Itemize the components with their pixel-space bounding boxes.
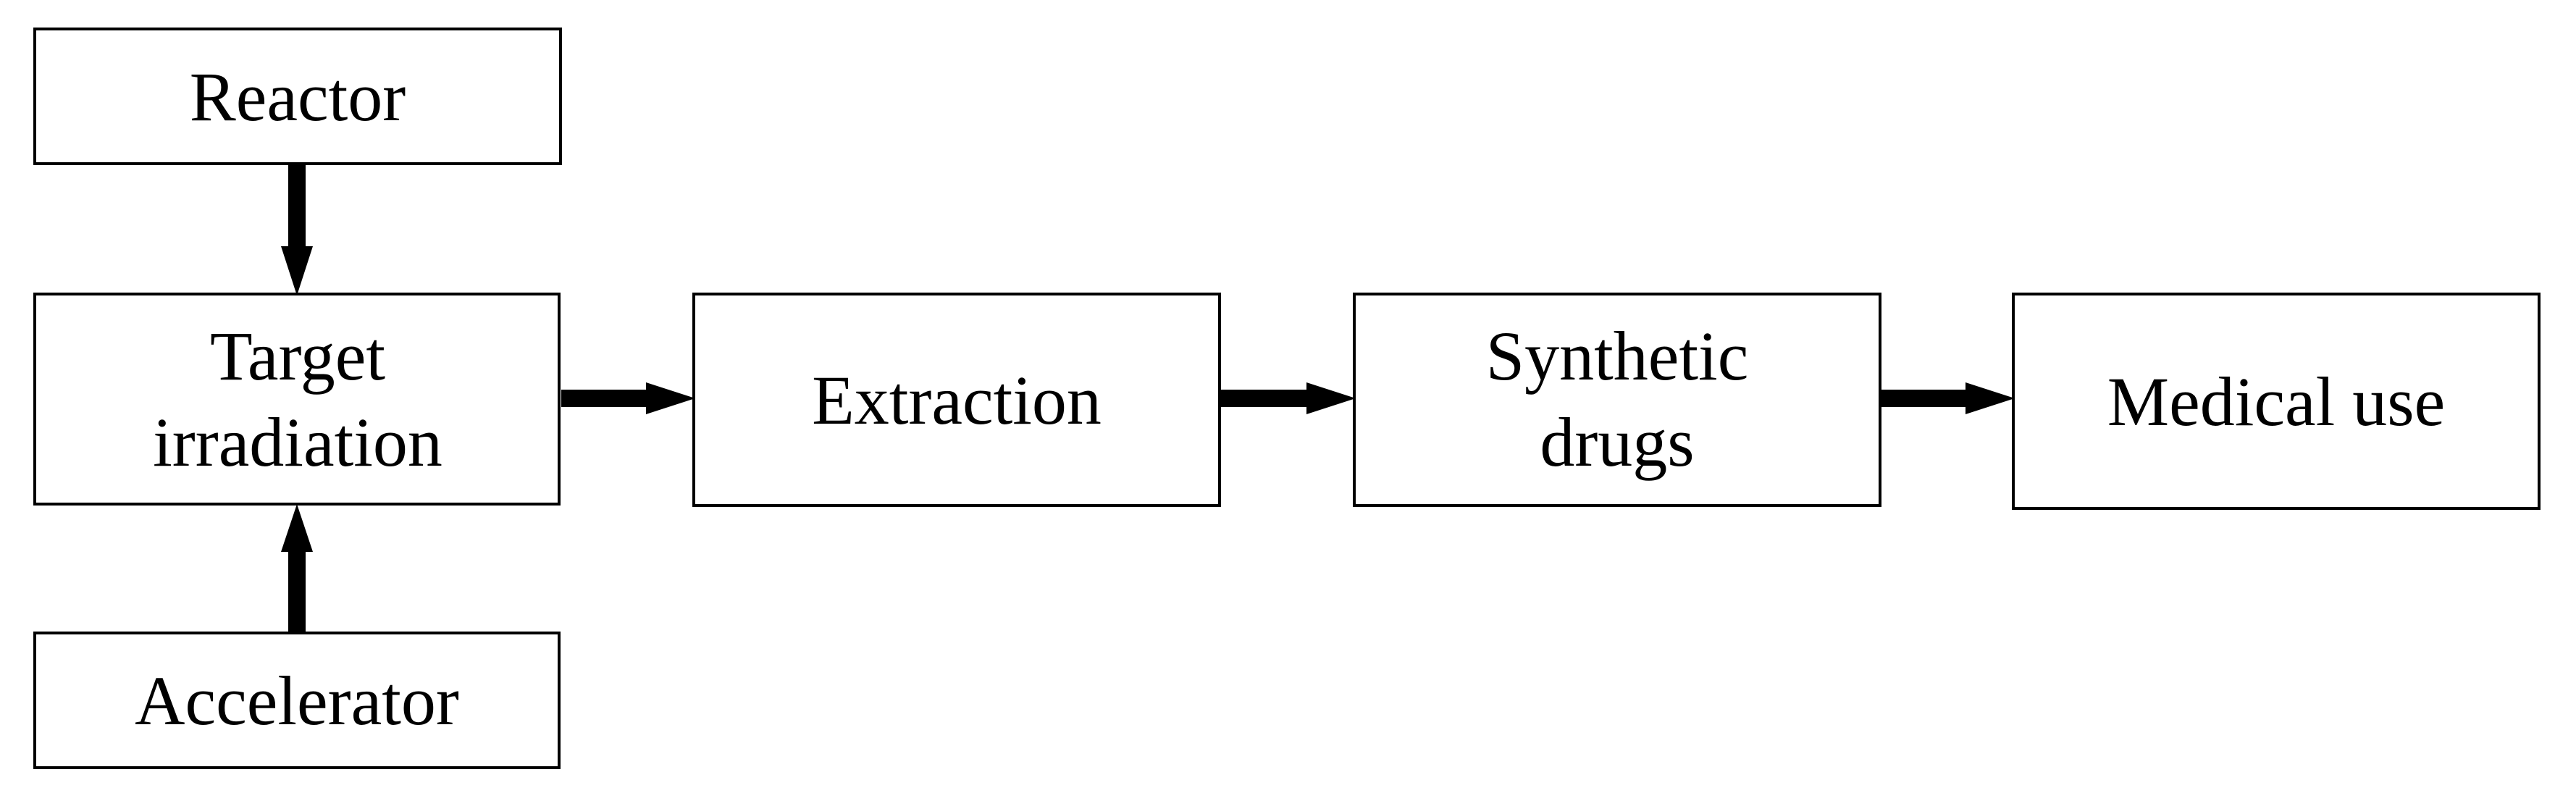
node-medical-use-label: Medical use	[2107, 363, 2446, 440]
node-target-irradiation-label-line-1: Target	[210, 317, 385, 395]
edge-extraction-to-synthetic	[1220, 382, 1356, 414]
node-synthetic-drugs: Synthetic drugs	[1353, 293, 1881, 507]
node-medical-use: Medical use	[2012, 293, 2541, 510]
node-extraction: Extraction	[692, 293, 1221, 507]
node-synthetic-drugs-label-line-1: Synthetic	[1486, 317, 1749, 395]
edge-reactor-to-target	[281, 165, 313, 295]
edge-accelerator-to-target	[281, 504, 313, 632]
node-target-irradiation-label-line-2: irradiation	[153, 403, 442, 481]
node-accelerator-label: Accelerator	[135, 662, 459, 739]
node-extraction-label: Extraction	[812, 361, 1102, 439]
node-accelerator: Accelerator	[33, 632, 561, 769]
node-reactor-label: Reactor	[190, 58, 406, 135]
edge-target-to-extraction	[561, 382, 695, 414]
edge-synthetic-to-medical	[1881, 382, 2015, 414]
node-synthetic-drugs-label-line-2: drugs	[1540, 403, 1694, 481]
node-target-irradiation: Target irradiation	[33, 293, 561, 506]
node-reactor: Reactor	[33, 28, 562, 165]
